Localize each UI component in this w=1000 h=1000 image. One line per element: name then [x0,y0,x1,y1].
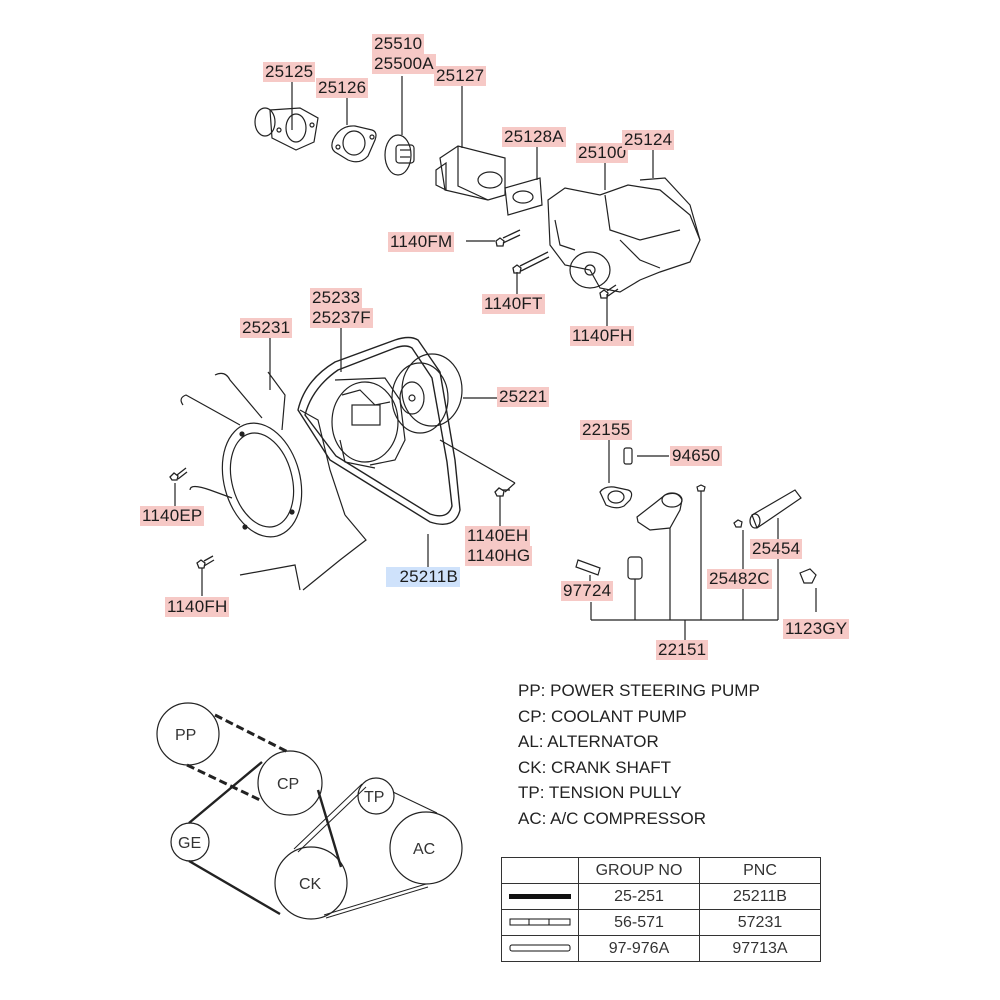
part-label-25231[interactable]: 25231 [240,318,293,338]
group-no-cell: 97-976A [578,935,700,962]
header-pnc: PNC [699,857,821,884]
pulley-legend: PP: POWER STEERING PUMP CP: COOLANT PUMP… [518,678,760,831]
line-style-double-thin-icon [501,935,579,962]
part-label-25510[interactable]: 25510 [372,34,425,54]
part-label-25125[interactable]: 25125 [263,62,316,82]
part-label-25211B[interactable]: 25211B [386,567,460,587]
belt-group-table: GROUP NO PNC 25-251 25211B 56-571 57231 … [501,857,821,962]
belt-routing-diagram: PP CP GE CK TP AC [156,702,463,920]
pnc-cell[interactable]: 57231 [699,909,821,936]
table-header-row: GROUP NO PNC [501,857,821,884]
part-label-25454[interactable]: 25454 [750,539,803,559]
pnc-cell[interactable]: 97713A [699,935,821,962]
water-pump-drawing [547,177,701,293]
line-style-solid-thick-icon [501,883,579,910]
cooling-fan-drawing [180,371,367,591]
legend-item: TP: TENSION PULLY [518,783,682,802]
part-label-97724[interactable]: 97724 [561,581,614,601]
part-label-25124[interactable]: 25124 [622,130,675,150]
part-label-1140EH[interactable]: 1140EH [465,526,531,546]
pulley-label-tp: TP [364,789,384,806]
part-label-25500A[interactable]: 25500A [372,54,436,74]
group-no-cell: 25-251 [578,883,700,910]
pulley-label-cp: CP [277,776,299,793]
pulley-cp [257,750,323,816]
pulley-label-ck: CK [299,876,322,893]
legend-item: AC: A/C COMPRESSOR [518,808,706,828]
legend-item: AL: ALTERNATOR [518,732,659,751]
part-label-1140FH-top[interactable]: 1140FH [570,326,635,346]
thermostat-housing-drawing [254,107,319,151]
pulley-label-ge: GE [178,835,201,852]
fan-bolts-drawing [169,467,510,569]
water-inlet-fitting-drawing [435,145,506,201]
part-label-25127[interactable]: 25127 [434,66,487,86]
part-label-1140FH-bottom[interactable]: 1140FH [165,597,230,617]
pulley-label-pp: PP [175,727,196,744]
part-label-22151[interactable]: 22151 [656,640,709,660]
part-label-1140FT[interactable]: 1140FT [482,294,545,314]
pnc-cell[interactable]: 25211B [699,883,821,910]
drive-belt-drawing [297,336,461,525]
part-label-25126[interactable]: 25126 [316,78,369,98]
header-group-no: GROUP NO [578,857,700,884]
bolts-drawing [495,229,619,299]
part-label-1140FM[interactable]: 1140FM [388,232,455,252]
part-label-22155[interactable]: 22155 [580,420,633,440]
legend-item: CP: COOLANT PUMP [518,706,687,726]
gasket-drawing [331,125,377,163]
fan-pulley-drawing [391,353,463,434]
leader-lines-top [291,76,654,327]
thermostat-drawing [384,134,415,176]
part-label-25221[interactable]: 25221 [497,387,550,407]
part-label-25233[interactable]: 25233 [310,288,363,308]
part-label-25100[interactable]: 25100 [576,143,629,163]
group-no-cell: 56-571 [578,909,700,936]
part-label-25237F[interactable]: 25237F [310,308,373,328]
part-label-1123GY[interactable]: 1123GY [783,619,850,639]
pulley-tp [357,777,395,815]
pulley-ck [274,846,348,920]
part-label-25128A[interactable]: 25128A [502,127,566,147]
table-row[interactable]: 25-251 25211B [501,883,821,910]
pulley-label-ac: AC [413,841,435,858]
part-label-25482C[interactable]: 25482C [707,569,772,589]
part-label-94650[interactable]: 94650 [670,446,723,466]
fan-clutch-drawing [331,377,406,469]
table-row[interactable]: 97-976A 97713A [501,935,821,962]
table-row[interactable]: 56-571 57231 [501,909,821,936]
part-label-1140HG[interactable]: 1140HG [465,546,533,566]
part-label-1140EP[interactable]: 1140EP [140,506,205,526]
inlet-gasket-drawing [504,177,543,216]
line-style-dashed-double-icon [501,909,579,936]
legend-item: CK: CRANK SHAFT [518,757,672,777]
legend-item: PP: POWER STEERING PUMP [518,681,760,700]
header-line-style [501,857,579,884]
